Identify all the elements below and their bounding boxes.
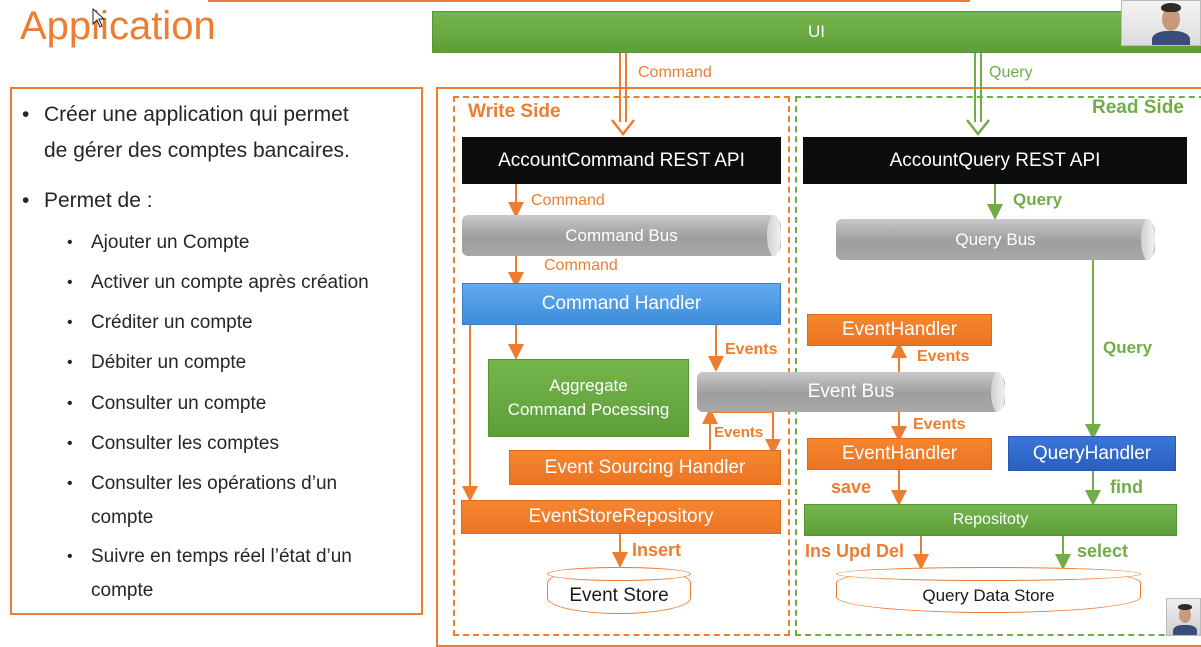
sub-bullet: • Activer un compte après création: [67, 266, 369, 300]
event-store-repository: EventStoreRepository: [461, 500, 781, 534]
sub-bullet: • Débiter un compte: [67, 346, 247, 380]
query-handler: QueryHandler: [1008, 436, 1176, 471]
sub-bullet-text: Débiter un compte: [91, 352, 247, 373]
slide-title: Application: [20, 4, 216, 48]
bullet-dot-icon: •: [67, 274, 73, 291]
sub-bullet: • Consulter un compte: [67, 387, 267, 421]
webcam-small-thumbnail: [1166, 598, 1201, 636]
bullet-permet: • Permet de :: [22, 183, 153, 219]
query-arrow-label: Query: [1103, 338, 1153, 357]
sub-bullet: • Ajouter un Compte: [67, 226, 250, 260]
sub-bullet-text: Créditer un compte: [91, 312, 253, 333]
bullet-dot-icon: •: [67, 314, 73, 331]
event-sourcing-handler: Event Sourcing Handler: [509, 450, 781, 485]
presenter-face: [1162, 7, 1180, 31]
title-accent-line: [208, 0, 970, 2]
events-arrow-label: Events: [714, 424, 764, 441]
bullet-dot-icon: •: [67, 395, 73, 412]
command-bus: Command Bus: [462, 215, 781, 256]
sub-bullet-text: Activer un compte après création: [91, 272, 369, 293]
bullet-intro-line1: Créer une application qui permet: [44, 103, 349, 126]
command-label: Command: [638, 64, 712, 81]
event-handler-top: EventHandler: [807, 314, 992, 346]
read-side-label: Read Side: [1092, 97, 1184, 118]
write-side-region: [453, 96, 790, 636]
sub-bullet-text: Consulter les opérations d’un: [91, 473, 338, 494]
bullet-intro: • Créer une application qui permet de gé…: [22, 97, 350, 169]
presenter-shirt: [1152, 31, 1190, 45]
bullet-intro-line2: de gérer des comptes bancaires.: [44, 139, 350, 162]
sub-bullet-text: Ajouter un Compte: [91, 232, 250, 253]
event-bus-label: Event Bus: [807, 381, 895, 402]
command-arrow-label: Command: [531, 192, 605, 209]
sub-bullet-text: Suivre en temps réel l’état d’un: [91, 546, 352, 567]
event-store-database-top: [547, 567, 691, 581]
bullet-permet-text: Permet de :: [44, 189, 153, 212]
bullet-dot-icon: •: [67, 548, 73, 565]
presenter-hair: [1178, 604, 1192, 610]
event-bus: Event Bus: [697, 372, 1005, 412]
find-arrow-label: find: [1110, 477, 1143, 497]
sub-bullet-text: compte: [91, 580, 154, 601]
query-arrow-label: Query: [1013, 190, 1063, 209]
events-arrow-label: Events: [725, 341, 778, 358]
bullet-dot-icon: •: [67, 354, 73, 371]
presenter-hair: [1161, 3, 1181, 12]
query-label: Query: [989, 64, 1033, 81]
sub-bullet-text: compte: [91, 507, 154, 528]
sub-bullet: • Créditer un compte: [67, 306, 253, 340]
insert-arrow-label: Insert: [632, 540, 682, 560]
events-arrow-label: Events: [913, 416, 966, 433]
query-bus-label: Query Bus: [955, 229, 1036, 249]
command-bus-label: Command Bus: [565, 225, 678, 245]
mouse-cursor-icon: [92, 8, 106, 28]
aggregate-label: Aggregate: [549, 376, 628, 395]
command-processing-label: Command Pocessing: [507, 400, 670, 419]
bullet-dot-icon: •: [22, 103, 30, 126]
command-handler: Command Handler: [462, 283, 781, 325]
account-command-rest-api: AccountCommand REST API: [462, 137, 781, 184]
read-side-region: [795, 96, 1201, 636]
sub-bullet-text: Consulter les comptes: [91, 433, 279, 454]
bullet-dot-icon: •: [67, 435, 73, 452]
account-query-rest-api: AccountQuery REST API: [803, 137, 1187, 184]
webcam-video-thumbnail: [1121, 0, 1201, 46]
write-side-label: Write Side: [468, 101, 561, 122]
presenter-shirt: [1173, 625, 1197, 635]
sub-bullet: • Consulter les opérations d’un compte: [67, 467, 338, 535]
sub-bullet-text: Consulter un compte: [91, 393, 267, 414]
sub-bullet: • Consulter les comptes: [67, 427, 279, 461]
ins-upd-del-label: Ins Upd Del: [805, 541, 905, 561]
save-arrow-label: save: [831, 477, 872, 497]
command-arrow-label: Command: [544, 257, 618, 274]
requirements-panel: • Créer une application qui permet de gé…: [10, 87, 423, 615]
bullet-dot-icon: •: [67, 475, 73, 492]
bullet-dot-icon: •: [67, 234, 73, 251]
event-handler-bottom: EventHandler: [807, 438, 992, 470]
aggregate-command-processing: Aggregate Command Pocessing: [488, 359, 689, 437]
events-arrow-label: Events: [917, 348, 970, 365]
query-data-store-top: [836, 567, 1141, 581]
select-arrow-label: select: [1077, 541, 1129, 561]
bullet-dot-icon: •: [22, 189, 30, 212]
sub-bullet: • Suivre en temps réel l’état d’un compt…: [67, 540, 352, 608]
repository-bar: Repositoty: [804, 504, 1177, 536]
presenter-face: [1179, 607, 1191, 623]
query-bus: Query Bus: [836, 219, 1155, 260]
